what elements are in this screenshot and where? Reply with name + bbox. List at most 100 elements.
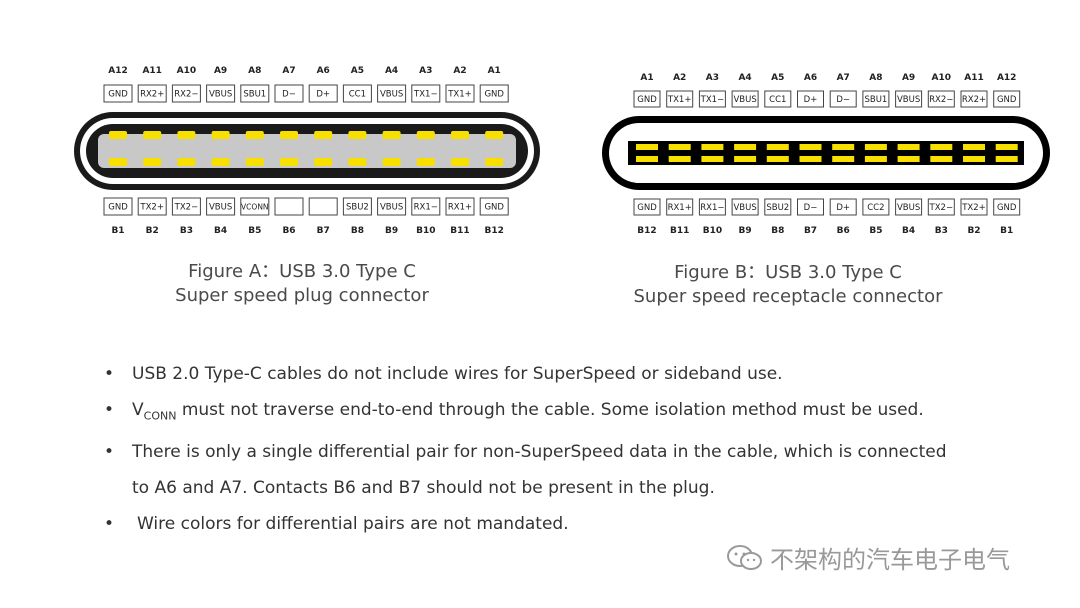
pin-number: A10 bbox=[177, 66, 197, 76]
contact-pin-top bbox=[832, 144, 855, 150]
pin-label: VBUS bbox=[897, 95, 920, 105]
contact-pin-top bbox=[897, 144, 920, 150]
note-item: • Wire colors for differential pairs are… bbox=[104, 506, 1004, 542]
pin-number: A1 bbox=[640, 73, 653, 83]
contact-pin-top bbox=[636, 144, 658, 150]
watermark: 不架构的汽车电子电气 bbox=[726, 540, 1010, 575]
pin-number: A9 bbox=[214, 66, 227, 76]
pin-label: TX1+ bbox=[667, 95, 692, 105]
contact-pin-top bbox=[701, 144, 724, 150]
pin-label: GND bbox=[637, 203, 657, 213]
contact-pin-top bbox=[143, 131, 162, 139]
contact-pin-bottom bbox=[177, 158, 196, 166]
pin-number: A5 bbox=[351, 66, 364, 76]
pin-label-box bbox=[171, 197, 201, 216]
note-text: USB 2.0 Type-C cables do not include wir… bbox=[132, 364, 783, 384]
pin-label-box bbox=[927, 90, 955, 108]
contact-pin-top bbox=[109, 131, 127, 139]
pin-number: A3 bbox=[706, 73, 719, 83]
figure-a-caption: Figure A：USB 3.0 Type C Super speed plug… bbox=[140, 260, 464, 308]
pin-number: B9 bbox=[739, 226, 752, 236]
pin-label: RX2+ bbox=[140, 90, 164, 100]
pin-label-box bbox=[445, 84, 475, 103]
pin-label-box bbox=[411, 197, 441, 216]
pin-label-box bbox=[342, 84, 372, 103]
pin-label: VCONN bbox=[241, 203, 269, 212]
contact-pin-bottom bbox=[832, 156, 855, 162]
pin-label-box bbox=[960, 90, 988, 108]
pin-label-box bbox=[731, 198, 759, 216]
pin-label: GND bbox=[484, 90, 504, 100]
receptacle-tongue bbox=[628, 141, 1024, 165]
pin-number: A1 bbox=[488, 66, 501, 76]
pin-label-box bbox=[445, 197, 475, 216]
contact-pin-top bbox=[177, 131, 196, 139]
pin-label: TX2+ bbox=[961, 203, 986, 213]
pin-label: TX2− bbox=[174, 203, 199, 213]
contact-pin-top bbox=[995, 144, 1018, 150]
pin-label: VBUS bbox=[380, 90, 403, 100]
note-text: must not traverse end-to-end through the… bbox=[176, 400, 924, 420]
pin-number: B7 bbox=[317, 226, 330, 236]
pin-number: A6 bbox=[317, 66, 330, 76]
contact-pin-bottom bbox=[799, 156, 822, 162]
pin-label-box bbox=[240, 197, 270, 216]
pin-label: VBUS bbox=[897, 203, 920, 213]
pin-number: B4 bbox=[214, 226, 227, 236]
contact-pin-top bbox=[416, 131, 435, 139]
contact-pin-bottom bbox=[348, 158, 367, 166]
pin-number: A8 bbox=[869, 73, 882, 83]
pin-label-box bbox=[206, 84, 236, 103]
note-item: • USB 2.0 Type-C cables do not include w… bbox=[104, 356, 1004, 392]
pin-label: RX1− bbox=[700, 203, 724, 213]
pin-label: TX1− bbox=[700, 95, 725, 105]
pin-label-box bbox=[698, 90, 726, 108]
bullet-icon: • bbox=[104, 400, 115, 420]
pin-number: B4 bbox=[902, 226, 915, 236]
pin-label-box bbox=[274, 84, 304, 103]
pin-number: A4 bbox=[385, 66, 398, 76]
pin-label-box bbox=[479, 84, 509, 103]
pin-label: TX1+ bbox=[447, 90, 472, 100]
pin-label: GND bbox=[997, 95, 1017, 105]
pin-label-box bbox=[862, 198, 890, 216]
plug-tongue bbox=[98, 134, 516, 168]
pin-label: RX1+ bbox=[448, 203, 472, 213]
pin-label-box bbox=[308, 84, 338, 103]
pin-label: D− bbox=[836, 95, 850, 105]
pin-label: SBU1 bbox=[864, 95, 887, 105]
pin-number: B5 bbox=[248, 226, 261, 236]
pin-label: D− bbox=[282, 90, 296, 100]
pin-number: A8 bbox=[248, 66, 261, 76]
pin-label: SBU2 bbox=[766, 203, 789, 213]
pin-label-box bbox=[895, 198, 923, 216]
notes-list: • USB 2.0 Type-C cables do not include w… bbox=[104, 356, 1004, 542]
pin-label-box bbox=[137, 84, 167, 103]
pin-label-box bbox=[927, 198, 955, 216]
pin-label-box bbox=[206, 197, 236, 216]
figure-b-caption-subtitle: Super speed receptacle connector bbox=[633, 286, 943, 307]
pin-number: B11 bbox=[450, 226, 469, 236]
contact-pin-bottom bbox=[314, 158, 333, 166]
contact-pin-top bbox=[485, 131, 504, 139]
pin-label: VBUS bbox=[209, 203, 232, 213]
pin-label: SBU2 bbox=[346, 203, 369, 213]
pin-label-box bbox=[895, 90, 923, 108]
watermark-text: 不架构的汽车电子电气 bbox=[770, 546, 1010, 574]
pin-label-box bbox=[829, 90, 857, 108]
contact-pin-bottom bbox=[143, 158, 162, 166]
pin-number: A12 bbox=[997, 73, 1017, 83]
pin-number: B6 bbox=[282, 226, 295, 236]
contact-pin-bottom bbox=[701, 156, 724, 162]
pin-label-box bbox=[862, 90, 890, 108]
pin-number: A7 bbox=[282, 66, 295, 76]
pin-number: A6 bbox=[804, 73, 817, 83]
pin-label: CC1 bbox=[349, 90, 366, 100]
contact-pin-bottom bbox=[211, 158, 230, 166]
pin-number: B8 bbox=[351, 226, 364, 236]
contact-pin-bottom bbox=[668, 156, 691, 162]
pin-number: B1 bbox=[1000, 226, 1013, 236]
pin-label-box bbox=[171, 84, 201, 103]
pin-label-box bbox=[377, 84, 407, 103]
